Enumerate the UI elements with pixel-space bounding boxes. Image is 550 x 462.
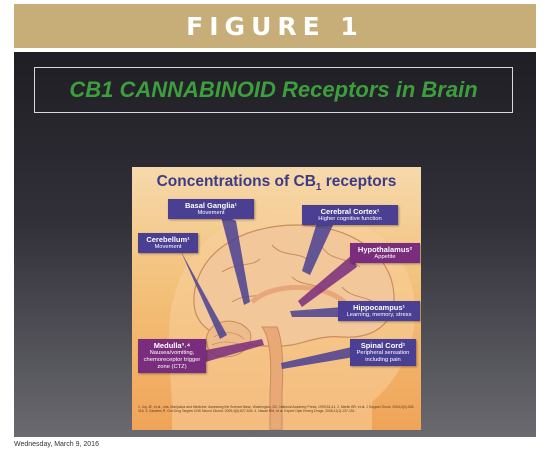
corpus-callosum (250, 284, 349, 307)
connector-cerebellum (178, 245, 227, 339)
slide-title: CB1 CANNABINOID Receptors in Brain (69, 77, 478, 102)
brain-diagram: Concentrations of CB1 receptors (132, 167, 421, 430)
label-hippocampus: Hippocampus¹ Learning, memory, stress (338, 301, 420, 321)
brain-illustration (168, 208, 416, 430)
diagram-title: Concentrations of CB1 receptors (156, 173, 397, 194)
label-basal-ganglia: Basal Ganglia¹ Movement (168, 199, 254, 219)
label-hypothalamus: Hypothalamus² Appetite (350, 243, 420, 263)
label-cerebellum: Cerebellum¹ Movement (138, 233, 198, 253)
label-spinal-cord: Spinal Cord¹ Peripheral sensation includ… (350, 339, 416, 366)
label-cerebral-cortex: Cerebral Cortex¹ Higher cognitive functi… (302, 205, 398, 225)
slide-title-box: CB1 CANNABINOID Receptors in Brain (34, 67, 513, 113)
diagram-citation: 1. Joy JE, et al., eds. Marijuana and Me… (138, 405, 415, 414)
figure-header: FIGURE 1 (14, 4, 536, 48)
connector-hippocampus (290, 307, 346, 317)
connector-cerebral-cortex (302, 219, 334, 275)
footer-date: Wednesday, March 9, 2016 (14, 441, 99, 448)
brainstem-shape (260, 326, 284, 430)
connector-spinal-cord (281, 347, 354, 369)
connector-basal-ganglia (220, 213, 250, 305)
slide-panel: CB1 CANNABINOID Receptors in Brain Conce… (14, 52, 536, 437)
gyri-lines (221, 244, 378, 306)
label-medulla: Medulla³˒⁴ Nausea/vomiting, chemorecepto… (138, 339, 206, 373)
figure-label: FIGURE 1 (186, 11, 364, 41)
connector-medulla (196, 339, 264, 363)
connector-hypothalamus (298, 255, 357, 307)
